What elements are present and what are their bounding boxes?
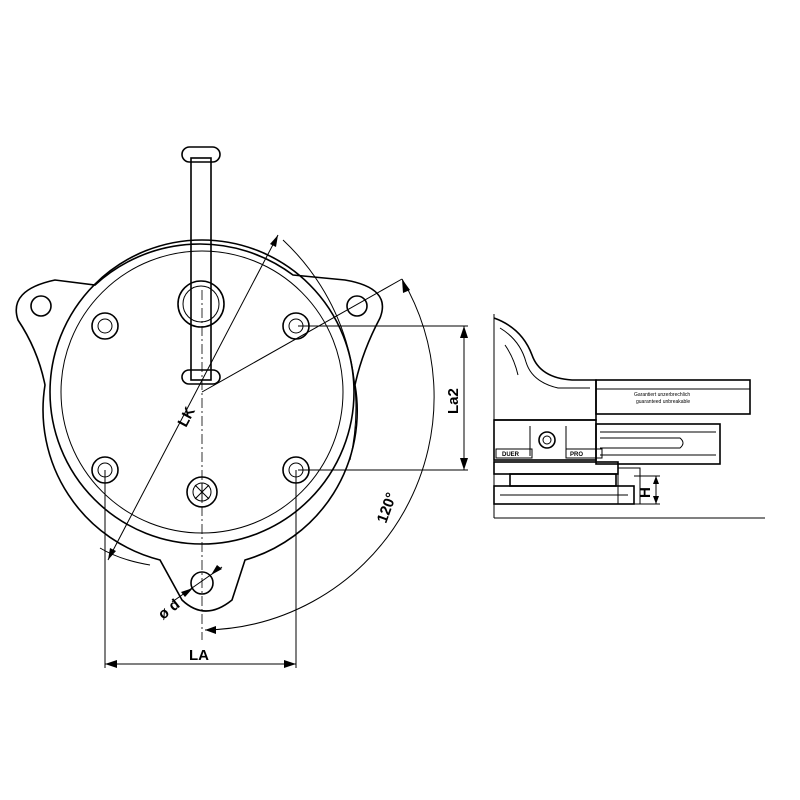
badge-left: DUER <box>502 452 520 458</box>
la2-dimension: La2 <box>298 325 468 471</box>
ear-radius-line <box>201 278 403 393</box>
mounting-hole-bottom <box>190 571 214 595</box>
base-outline <box>15 243 384 612</box>
plate-text-en: guaranteed unbreakable <box>636 399 690 405</box>
la-label: LA <box>189 647 209 664</box>
lever-handle <box>177 146 225 385</box>
swivel-base-middle <box>509 473 617 487</box>
angle-dimension: 120° <box>204 278 435 634</box>
mounting-hole-right <box>346 295 368 317</box>
h-label: H <box>637 487 654 498</box>
side-view: Garantiert unzerbrechlich guaranteed unb… <box>493 314 765 519</box>
slide-rail <box>595 423 721 465</box>
h-dimension: H <box>634 475 660 505</box>
la2-label: La2 <box>445 388 462 414</box>
bolt-top-left <box>91 312 119 340</box>
lk-dimension: LK <box>107 234 279 561</box>
mounting-hole-left <box>30 295 52 317</box>
top-view: LK La2 120° ø d <box>15 146 468 668</box>
hole-diameter-dimension: ø d <box>155 565 223 623</box>
badge-right: PRO <box>570 452 583 458</box>
spindle-nut <box>538 431 556 449</box>
vise-jaw <box>493 317 597 421</box>
swing-arc <box>282 239 357 461</box>
la-dimension: LA <box>104 470 297 668</box>
angle-label: 120° <box>374 490 401 525</box>
unbreakable-plate <box>595 379 751 415</box>
swivel-base-bottom <box>493 485 635 505</box>
plate-text-de: Garantiert unzerbrechlich <box>634 392 690 398</box>
phi-d-label: ø d <box>155 596 183 623</box>
swing-arc-lower <box>99 547 151 566</box>
